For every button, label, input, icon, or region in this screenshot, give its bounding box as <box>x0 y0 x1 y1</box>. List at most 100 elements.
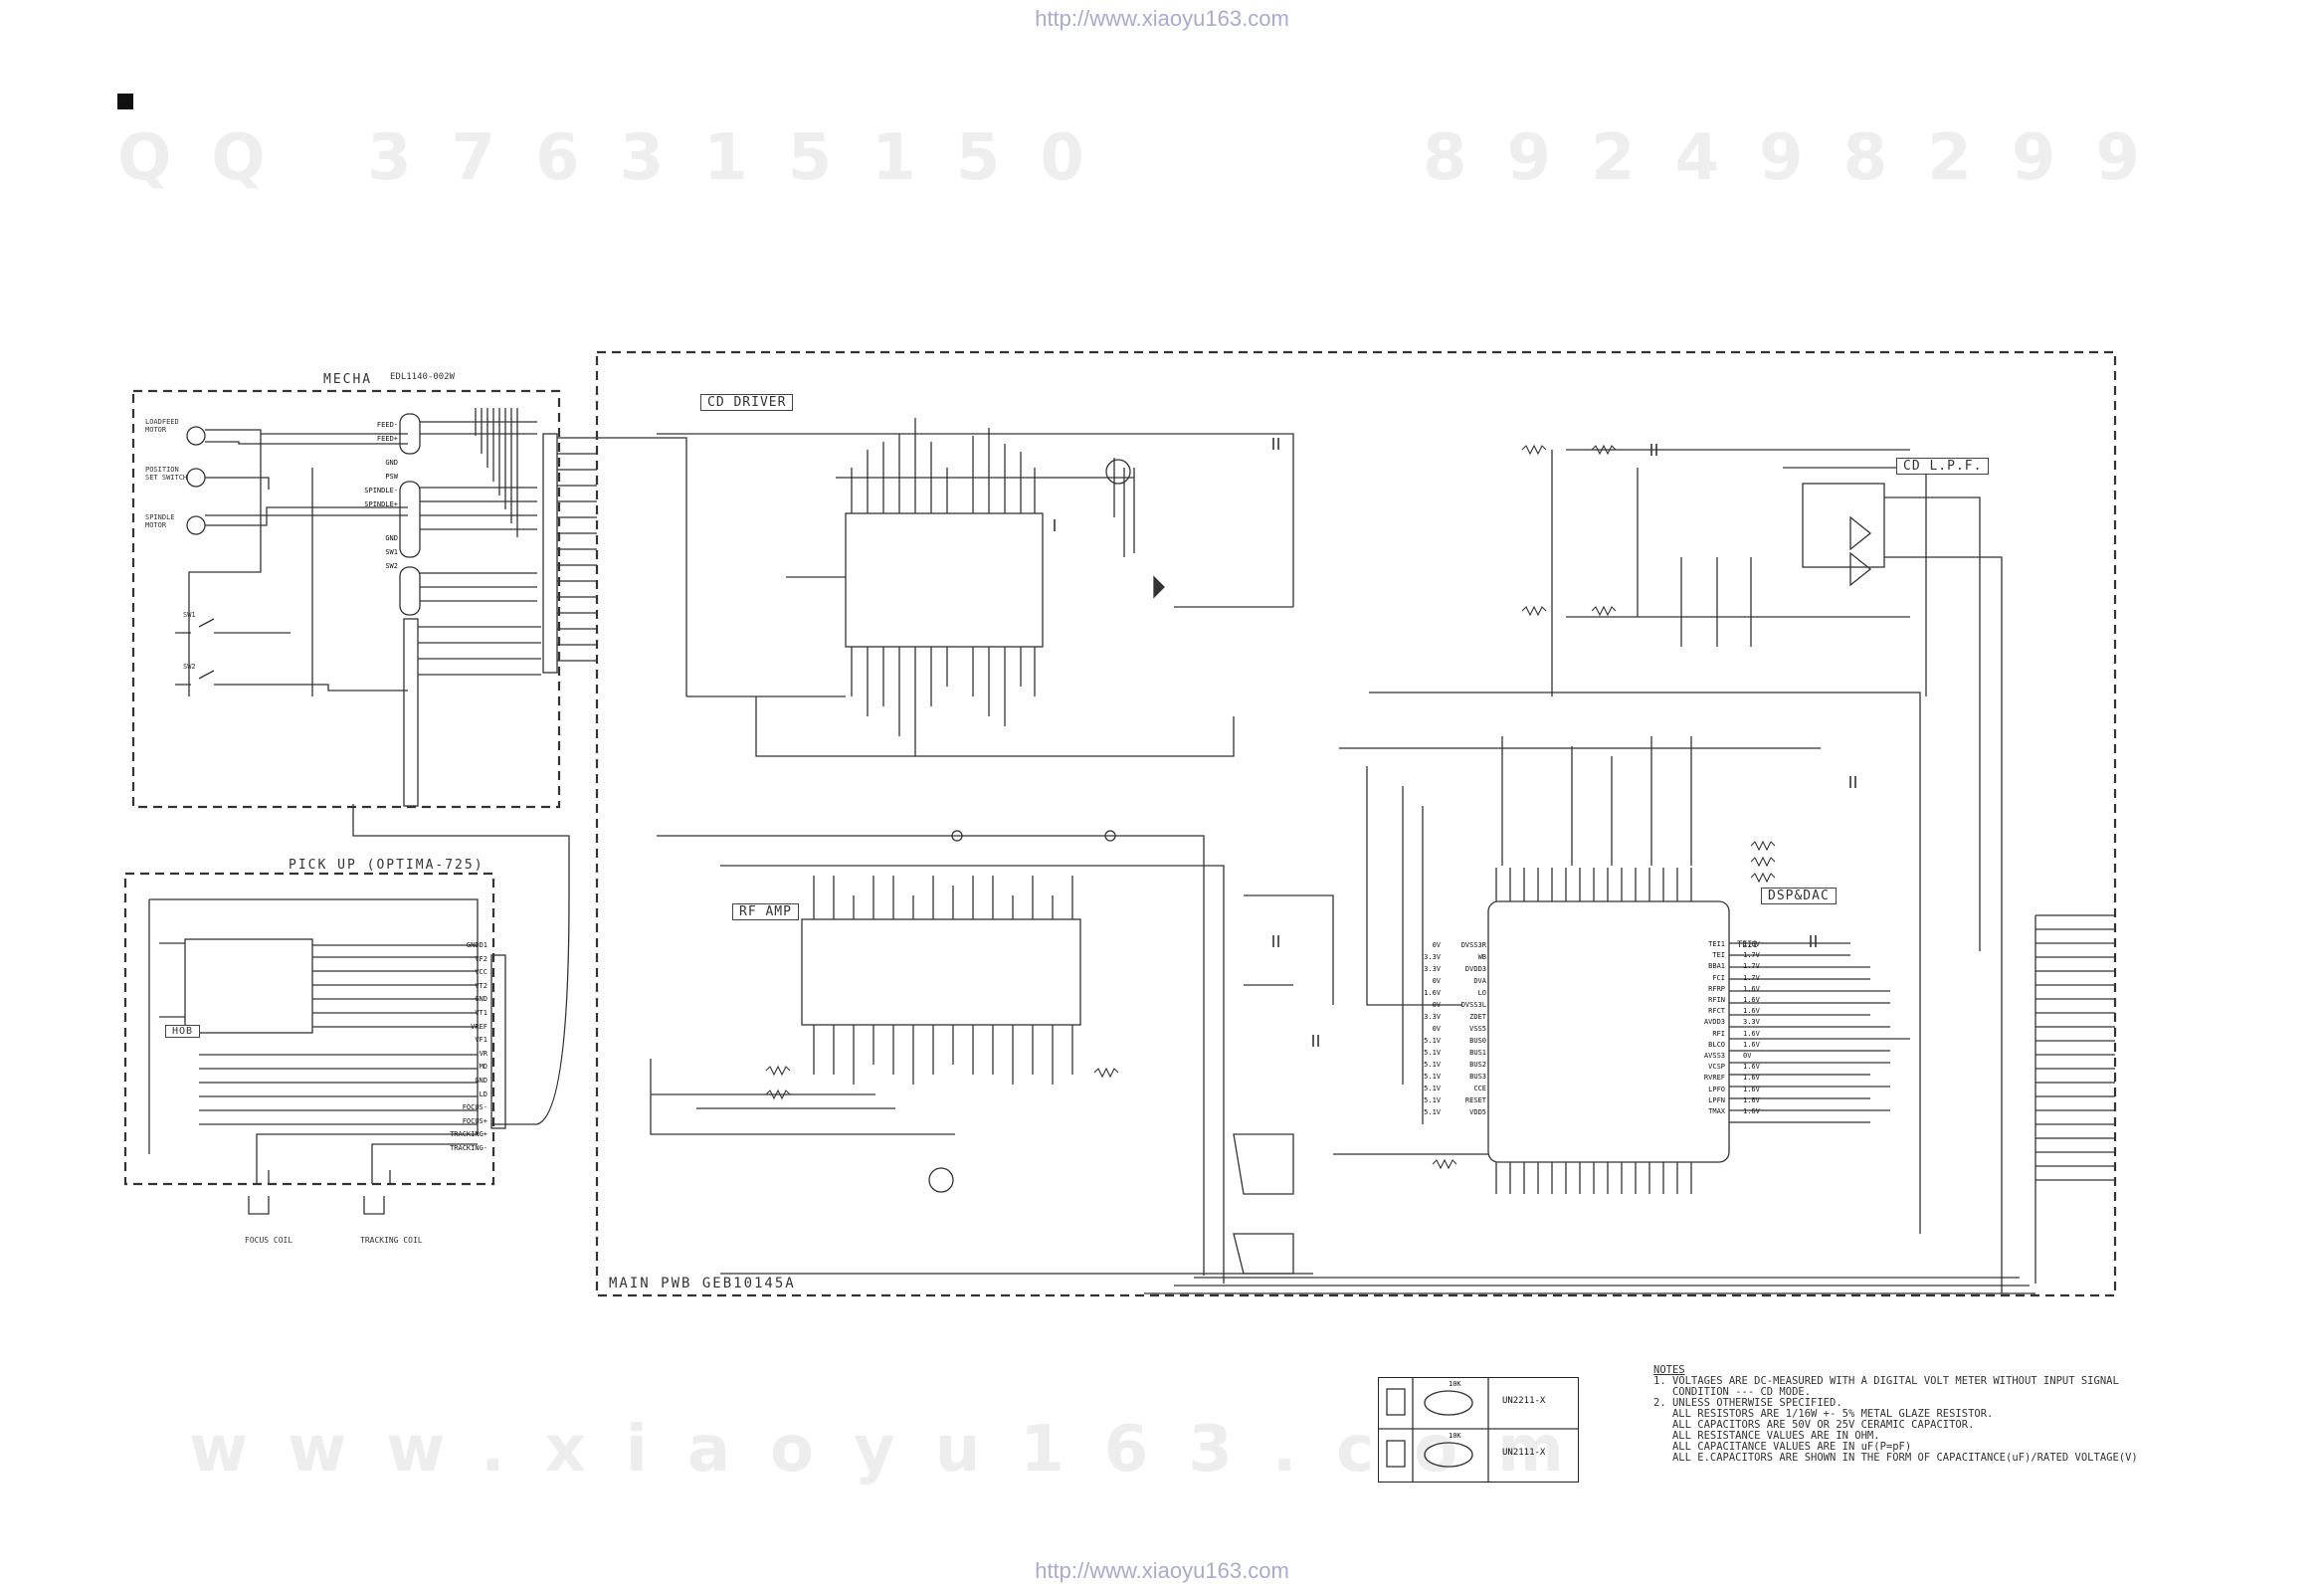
source-url-top: http://www.xiaoyu163.com <box>1035 6 1289 31</box>
note-line: 1. VOLTAGES ARE DC-MEASURED WITH A DIGIT… <box>1653 1375 2119 1387</box>
legend-row1-part: UN2211-X <box>1502 1396 1546 1406</box>
pin-label: FEED+ <box>376 435 398 443</box>
volt-label: 0V <box>1743 1052 1752 1061</box>
note-line: ALL E.CAPACITORS ARE SHOWN IN THE FORM O… <box>1653 1452 2138 1464</box>
main-pwb-frame <box>595 350 2117 1297</box>
pin-label: SPINDLE+ <box>364 500 398 508</box>
volt-label: 1.6V <box>1743 1029 1760 1038</box>
hob-label: HOB <box>165 1025 201 1038</box>
note-line: ALL CAPACITANCE VALUES ARE IN uF(P=pF) <box>1653 1441 1912 1453</box>
pin-label: RESET <box>1464 1096 1486 1104</box>
volt-label: 1.6V <box>1743 1107 1760 1116</box>
cd-driver-label: CD DRIVER <box>700 394 794 411</box>
volt-label: 0V <box>1432 977 1441 985</box>
volt-label: 5.1V <box>1424 1037 1441 1045</box>
position-switch-label: POSITION SET SWITCH <box>145 466 188 482</box>
pin-label: PSW <box>385 473 398 481</box>
pin-label: BUS0 <box>1469 1037 1486 1045</box>
pin-label: TEI <box>1712 951 1725 960</box>
dsp-left-pins: DVSS3R WB DVDD3 DVA LO DVSS3L ZDET VSS5 … <box>1443 939 1486 1118</box>
pin-label: AVSS3 <box>1703 1052 1725 1061</box>
pin-label: RFI <box>1712 1029 1725 1038</box>
pin-label: SW2 <box>385 562 398 570</box>
volt-label: 5.1V <box>1424 1049 1441 1057</box>
pin-label: CCE <box>1473 1085 1486 1092</box>
sw2-label: SW2 <box>183 663 196 671</box>
pin-label: RVREF <box>1703 1074 1725 1083</box>
pin-label: GND <box>385 534 398 542</box>
watermark-phone: 892498299 <box>1423 121 2180 195</box>
watermark-qq: QQ 376315150 <box>117 121 1124 195</box>
volt-label: 1.6V <box>1424 989 1441 997</box>
watermark-site: www.xiaoyu163.com <box>189 1413 1604 1486</box>
volt-label: 5.1V <box>1424 1108 1441 1116</box>
pin-label: SW1 <box>385 548 398 556</box>
cd-lpf-label: CD L.P.F. <box>1896 458 1990 475</box>
legend-row1-value: 10K <box>1449 1380 1461 1388</box>
pin-label: LPFO <box>1708 1085 1725 1093</box>
pin-label: FOCUS- <box>462 1103 487 1112</box>
pin-label: FEED- <box>376 421 398 429</box>
pin-label: LD <box>479 1089 487 1098</box>
pin-label: GNDD1 <box>466 941 487 949</box>
volt-label: 1.7V <box>1743 973 1760 982</box>
volt-label: 1.6V <box>1743 1085 1760 1093</box>
volt-label: 1.6V <box>1743 984 1760 993</box>
mecha-frame <box>131 389 561 809</box>
pin-label: VF1 <box>475 1036 487 1045</box>
pickup-frame <box>123 872 495 1186</box>
tracking-coil-label: TRACKING COIL <box>360 1236 423 1245</box>
volt-label: 1.7V <box>1743 951 1760 960</box>
volt-label: 3.3V <box>1424 953 1441 961</box>
note-line: ALL CAPACITORS ARE 50V OR 25V CERAMIC CA… <box>1653 1419 1975 1431</box>
note-line: ALL RESISTORS ARE 1/16W +- 5% METAL GLAZ… <box>1653 1408 1994 1420</box>
pin-label: TMAX <box>1708 1107 1725 1116</box>
pin-label: BUS3 <box>1469 1073 1486 1081</box>
pin-label: BUS1 <box>1469 1049 1486 1057</box>
volt-label: 1.6V <box>1743 1095 1760 1104</box>
pin-label: GND <box>475 1076 487 1085</box>
pin-label: FCI <box>1712 973 1725 982</box>
pin-label: TEI1 <box>1708 940 1725 948</box>
pin-label: VF2 <box>475 954 487 963</box>
note-line: 2. UNLESS OTHERWISE SPECIFIED. <box>1653 1397 1842 1409</box>
volt-label: 0V <box>1432 1025 1441 1033</box>
pin-label: DVDD3 <box>1464 965 1486 973</box>
pin-label: GND <box>475 995 487 1004</box>
volt-label: 1.6V <box>1743 996 1760 1005</box>
pin-label: DVSS3R <box>1460 941 1486 949</box>
sw1-label: SW1 <box>183 611 196 619</box>
volt-label: 1.7V <box>1743 962 1760 971</box>
rf-amp-label: RF AMP <box>732 903 799 920</box>
pin-label: GND <box>385 459 398 467</box>
pin-label: VT1 <box>475 1008 487 1017</box>
focus-coil-label: FOCUS COIL <box>245 1236 293 1245</box>
dsp-right-volts: 1.6V 1.7V 1.7V 1.7V 1.6V 1.6V 1.6V 3.3V … <box>1743 939 1771 1117</box>
volt-label: 1.6V <box>1743 940 1760 948</box>
pin-label: FOCUS+ <box>462 1116 487 1125</box>
loadfeed-motor-label: LOADFEED MOTOR <box>145 418 179 434</box>
volt-label: 1.6V <box>1743 1040 1760 1049</box>
volt-label: 1.6V <box>1743 1063 1760 1072</box>
pin-label: SPINDLE- <box>364 487 398 495</box>
pin-label: VDD5 <box>1469 1108 1486 1116</box>
dsp-dac-label: DSP&DAC <box>1761 888 1837 904</box>
source-url-bottom: http://www.xiaoyu163.com <box>1035 1558 1289 1583</box>
volt-label: 3.3V <box>1424 965 1441 973</box>
volt-label: 5.1V <box>1424 1096 1441 1104</box>
pin-label: BLCO <box>1708 1040 1725 1049</box>
pin-label: BBA1 <box>1708 962 1725 971</box>
pin-label: VSS5 <box>1469 1025 1486 1033</box>
pin-label: BUS2 <box>1469 1061 1486 1069</box>
volt-label: 0V <box>1432 941 1441 949</box>
pin-label: ZDET <box>1469 1013 1486 1021</box>
notes-title: NOTES <box>1653 1364 1685 1376</box>
pin-label: VT2 <box>475 981 487 990</box>
transistor-legend: 10K UN2211-X 10K UN2111-X <box>1378 1377 1579 1483</box>
pin-label: VREF <box>471 1022 487 1031</box>
pin-label: AVDD3 <box>1703 1018 1725 1027</box>
volt-label: 3.3V <box>1424 1013 1441 1021</box>
pin-label: DVA <box>1473 977 1486 985</box>
